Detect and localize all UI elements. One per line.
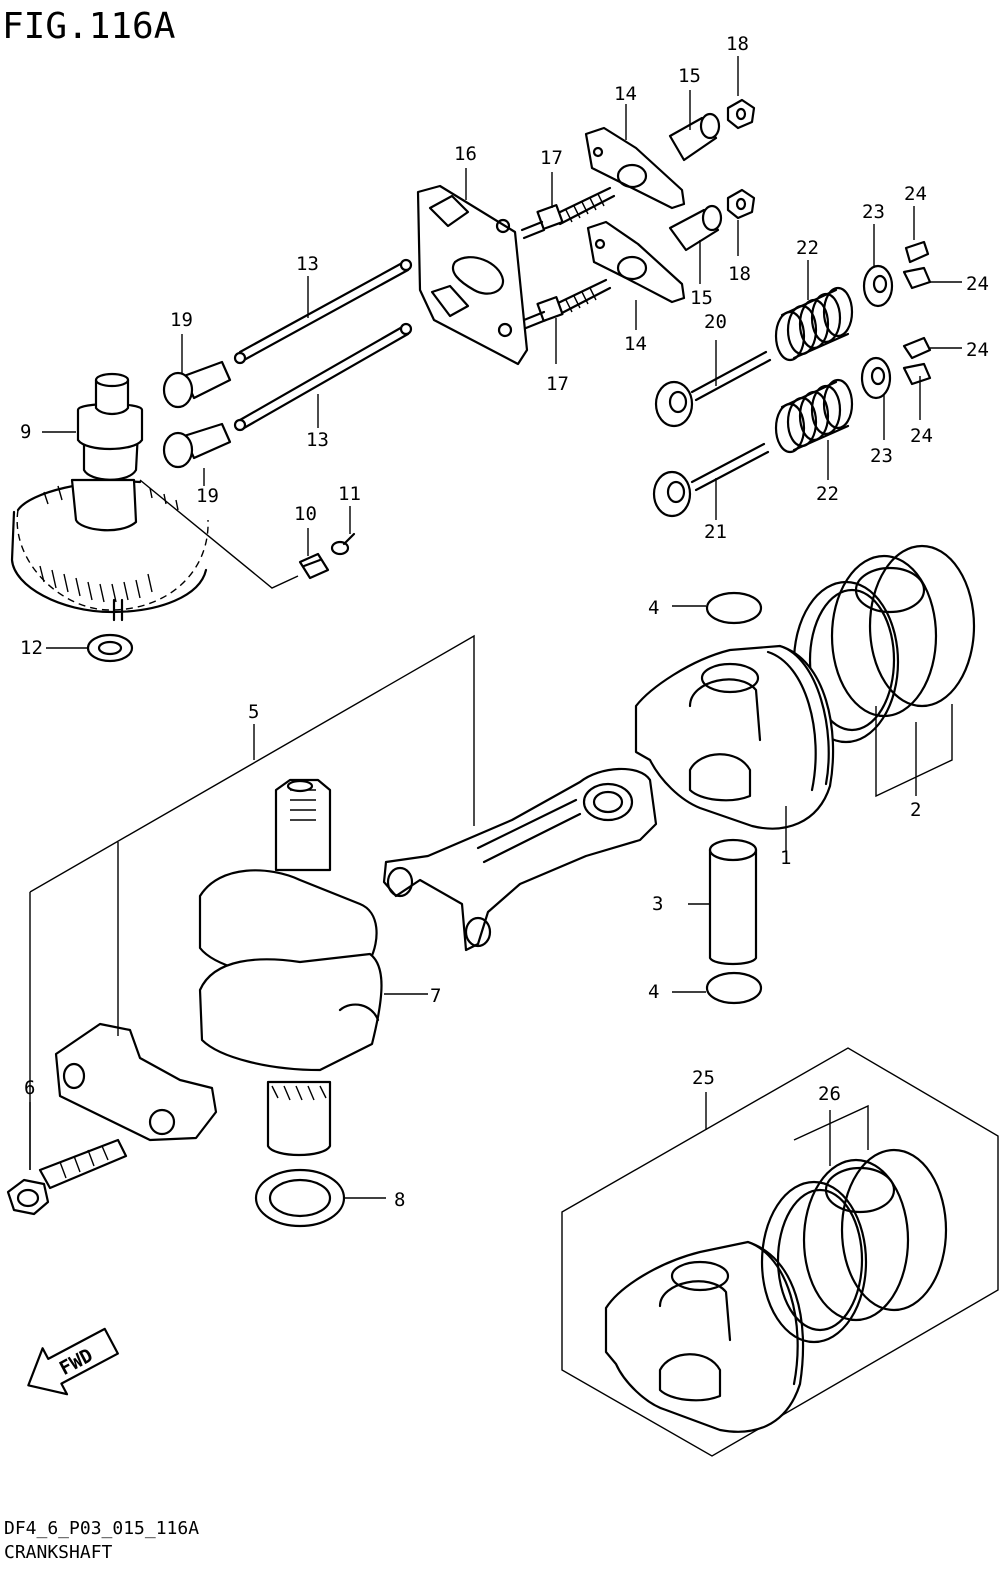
nut-lower (726, 188, 756, 220)
callout-4-upper: 4 (648, 597, 659, 619)
oil-seal (254, 1168, 346, 1228)
circlip-lower (705, 971, 763, 1005)
callout-20: 20 (704, 311, 727, 333)
rocker-arm-lower (586, 220, 686, 304)
callout-11: 11 (338, 483, 361, 505)
callout-24-b: 24 (966, 273, 989, 295)
callout-12: 12 (20, 637, 43, 659)
callout-8: 8 (394, 1189, 405, 1211)
callout-23-upper: 23 (862, 201, 885, 223)
callout-4-lower: 4 (648, 981, 659, 1003)
callout-18-lower: 18 (728, 263, 751, 285)
connecting-rod (382, 767, 658, 952)
rocker-arm-upper (584, 126, 686, 210)
callout-18-upper: 18 (726, 33, 749, 55)
tappet-lower (162, 422, 232, 469)
breather-screw (330, 532, 356, 556)
callout-17-lower: 17 (546, 373, 569, 395)
breather-plate (298, 552, 330, 580)
callout-5: 5 (248, 701, 259, 723)
fwd-arrow-icon: FWD (27, 1327, 119, 1396)
spring-retainer-upper (862, 264, 894, 308)
callout-7: 7 (430, 985, 441, 1007)
callout-24-d: 24 (910, 425, 933, 447)
piston (634, 644, 835, 830)
callout-16: 16 (454, 143, 477, 165)
callout-3: 3 (652, 893, 663, 915)
washer-12 (86, 633, 134, 663)
callout-22-upper: 22 (796, 237, 819, 259)
adjust-screw-upper (520, 186, 616, 240)
push-rod-lower (233, 322, 413, 432)
assembly-bracket-5 (29, 634, 475, 893)
leader-lines (29, 56, 962, 1199)
rod-cap (54, 1022, 218, 1142)
piston-pin (708, 838, 758, 966)
callout-19-lower: 19 (196, 485, 219, 507)
callout-22-lower: 22 (816, 483, 839, 505)
spring-retainer-lower (860, 356, 892, 400)
piston-set-box (561, 1047, 999, 1457)
callout-1: 1 (780, 847, 791, 869)
rocker-shaft-upper (668, 112, 721, 162)
callout-17-upper: 17 (540, 147, 563, 169)
callout-23-lower: 23 (870, 445, 893, 467)
callout-26: 26 (818, 1083, 841, 1105)
circlip-upper (705, 591, 763, 625)
callout-25: 25 (692, 1067, 715, 1089)
callout-24-c: 24 (966, 339, 989, 361)
valve-intake (654, 350, 772, 428)
callout-labels: 1 2 3 4 4 5 6 7 8 9 10 11 12 13 13 14 14… (20, 33, 989, 1211)
rocker-bracket (416, 184, 529, 366)
callout-13-upper: 13 (296, 253, 319, 275)
adjust-screw-lower (522, 278, 612, 330)
nut-upper (726, 98, 756, 130)
callout-19-upper: 19 (170, 309, 193, 331)
callout-24-a: 24 (904, 183, 927, 205)
footer-name: CRANKSHAFT (4, 1542, 113, 1563)
figure-title: FIG.116A (2, 6, 176, 47)
callout-15-lower: 15 (690, 287, 713, 309)
callout-15-upper: 15 (678, 65, 701, 87)
callout-2: 2 (910, 799, 921, 821)
callout-6: 6 (24, 1077, 35, 1099)
callout-9: 9 (20, 421, 31, 443)
crankshaft (198, 778, 383, 1156)
callout-14-upper: 14 (614, 83, 637, 105)
push-rod-upper (233, 258, 413, 365)
valve-exhaust (652, 442, 770, 518)
camshaft (10, 372, 299, 622)
tappet-upper (162, 360, 232, 409)
valve-cotters (902, 240, 932, 386)
callout-13-lower: 13 (306, 429, 329, 451)
callout-10: 10 (294, 503, 317, 525)
rocker-shaft-lower (668, 204, 723, 252)
callout-21: 21 (704, 521, 727, 543)
valve-spring-upper (774, 286, 854, 362)
footer-code: DF4_6_P03_015_116A (4, 1518, 199, 1539)
rod-bolt (6, 1138, 128, 1216)
callout-14-lower: 14 (624, 333, 647, 355)
valve-spring-lower (774, 378, 854, 454)
